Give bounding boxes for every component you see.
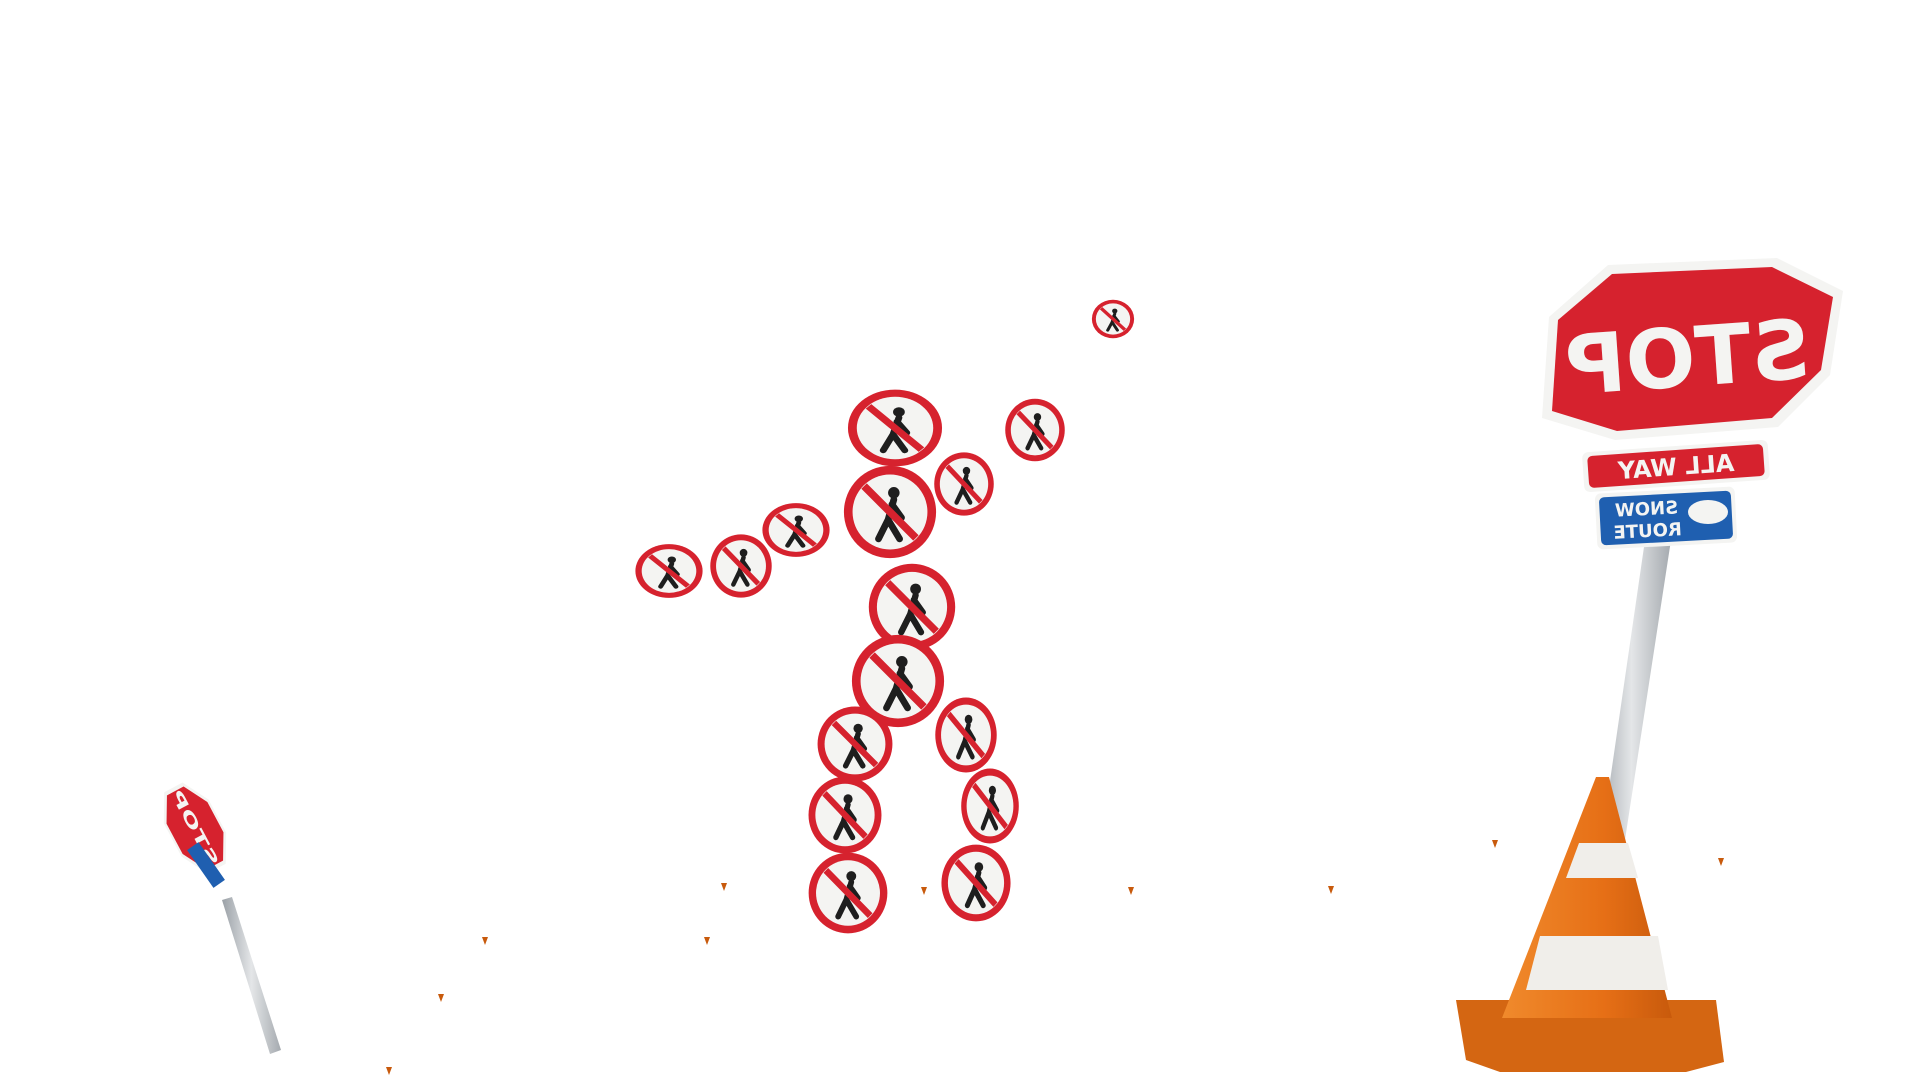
- small-cone-marker-icon: [1718, 858, 1724, 866]
- stop-octagon: [1552, 267, 1833, 431]
- small-cone-marker-icon: [704, 937, 710, 945]
- no-pedestrian-sign-icon: [1005, 399, 1065, 461]
- all-way-plate: [1587, 444, 1765, 488]
- small-cone-marker-icon: [386, 1067, 392, 1075]
- small-cone-marker-icon: [721, 883, 727, 891]
- no-pedestrian-sign-icon: [961, 769, 1019, 844]
- no-pedestrian-sign-icon: [935, 698, 996, 773]
- no-pedestrian-sign-icon: [809, 853, 888, 934]
- stop-sign-left: STOP: [163, 782, 281, 1054]
- small-cone-marker-icon: [1492, 840, 1498, 848]
- cone-stripe: [1526, 936, 1668, 990]
- no-pedestrian-sign-icon: [934, 452, 994, 515]
- no-pedestrian-sign-icon: [762, 503, 829, 557]
- no-pedestrian-sign-icon: [710, 534, 771, 597]
- snow-route-line1: SNOW: [1614, 497, 1678, 521]
- small-cone-marker-icon: [1328, 886, 1334, 894]
- snowplow-icon: [1688, 500, 1728, 524]
- ground-markers: [386, 840, 1724, 1075]
- no-pedestrian-sign-icon: [844, 466, 936, 558]
- traffic-cone-icon: [1456, 777, 1724, 1072]
- small-cone-marker-icon: [438, 994, 444, 1002]
- stop-sign-right-text: STOP: [1562, 303, 1813, 415]
- snow-route-line2: ROUTE: [1613, 519, 1682, 544]
- snow-route-plate: [187, 842, 225, 888]
- cone-stripe: [1566, 843, 1638, 878]
- no-pedestrian-sign-icon: [809, 777, 882, 854]
- no-pedestrian-sign-icon: [848, 390, 942, 467]
- no-pedestrian-sign-icon: [941, 845, 1010, 922]
- no-pedestrian-sign-icon: [1091, 298, 1135, 340]
- sign-pole: [222, 897, 281, 1054]
- no-pedestrian-sign-icon: [818, 707, 893, 782]
- small-cone-marker-icon: [1128, 887, 1134, 895]
- no-pedestrian-figure: [635, 298, 1135, 934]
- small-cone-marker-icon: [482, 937, 488, 945]
- no-pedestrian-sign-icon: [635, 544, 702, 598]
- small-cone-marker-icon: [921, 887, 927, 895]
